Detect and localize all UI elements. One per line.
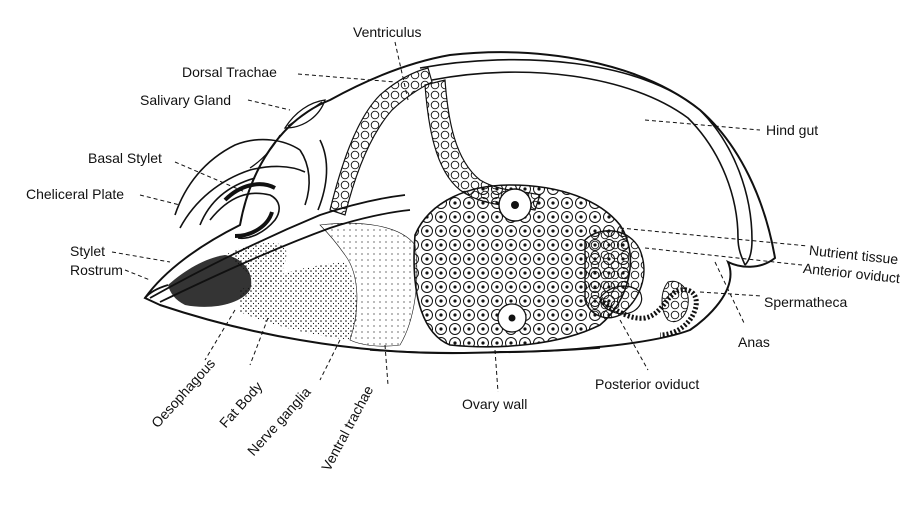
ovary xyxy=(413,184,632,348)
cheliceral-apparatus xyxy=(174,138,328,240)
leader-lines xyxy=(111,41,809,393)
label-ovary-wall: Ovary wall xyxy=(462,396,528,412)
label-stylet: Stylet xyxy=(70,243,106,259)
label-salivary-gland: Salivary Gland xyxy=(140,92,232,108)
label-spermatheca: Spermatheca xyxy=(764,294,848,310)
label-hind-gut: Hind gut xyxy=(766,122,819,138)
label-posterior-oviduct: Posterior oviduct xyxy=(595,376,700,392)
label-cheliceral-plate: Cheliceral Plate xyxy=(26,186,125,202)
spermatheca xyxy=(599,280,689,323)
label-rostrum: Rostrum xyxy=(70,262,123,278)
label-basal-stylet: Basal Stylet xyxy=(88,150,162,166)
hind-gut-tube xyxy=(419,58,753,266)
label-dorsal-trachae: Dorsal Trachae xyxy=(182,64,277,80)
ventral-outline xyxy=(369,347,601,354)
fat-body xyxy=(240,262,357,340)
salivary-gland xyxy=(249,99,326,169)
label-anas: Anas xyxy=(738,334,770,350)
label-ventriculus: Ventriculus xyxy=(353,24,422,40)
